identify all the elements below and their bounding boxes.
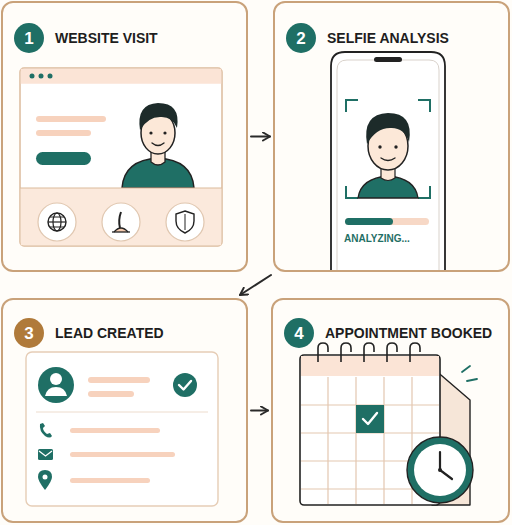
step-number-badge: 2 (286, 23, 316, 53)
step-number-badge: 3 (14, 318, 44, 348)
step-panel: SELFIE ANALYSIS 2 (273, 1, 510, 272)
step-number: 1 (24, 30, 33, 47)
step-title: LEAD CREATED (55, 325, 164, 341)
step-number-badge: 1 (14, 23, 44, 53)
browser-illustration (20, 68, 222, 246)
step-number: 2 (296, 30, 305, 47)
step-number-badge: 4 (284, 318, 314, 348)
flow-arrow (251, 136, 270, 138)
step-number: 4 (294, 325, 303, 342)
calendar-illustration (300, 343, 477, 505)
step-title: APPOINTMENT BOOKED (325, 325, 492, 341)
step-title: SELFIE ANALYSIS (327, 30, 449, 46)
flow-arrow (240, 275, 271, 295)
step-panel: LEAD CREATED 3 (1, 298, 248, 523)
flow-arrow (251, 410, 268, 412)
step-panel: WEBSITE VISIT 1 (1, 1, 248, 272)
status-label: ANALYZING... (344, 233, 410, 245)
step-title: WEBSITE VISIT (55, 30, 158, 46)
lead-card-illustration (26, 352, 218, 506)
phone-illustration (331, 52, 445, 270)
step-number: 3 (24, 325, 33, 342)
step-panel: APPOINTMENT BOOKED 4 (271, 298, 510, 523)
